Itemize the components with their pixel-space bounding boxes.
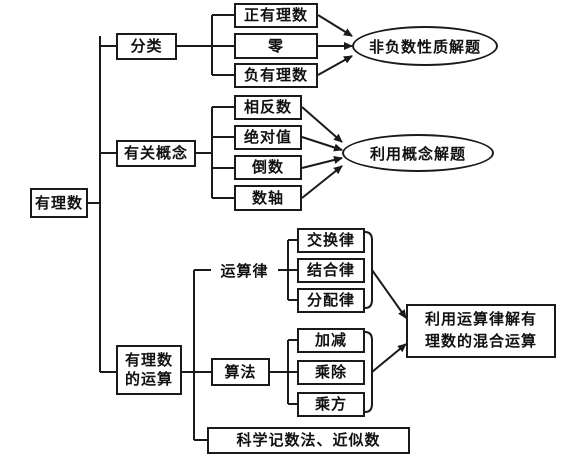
branch-related-concepts: 有关概念 bbox=[116, 140, 196, 167]
item-distributive-law: 分配律 bbox=[297, 288, 365, 313]
item-scientific-notation-approximation: 科学记数法、近似数 bbox=[207, 427, 410, 454]
root-node-rational-numbers: 有理数 bbox=[30, 188, 88, 218]
item-zero: 零 bbox=[234, 33, 318, 59]
item-absolute-value: 绝对值 bbox=[234, 125, 302, 150]
item-commutative-law: 交换律 bbox=[297, 228, 365, 253]
item-reciprocal: 倒数 bbox=[234, 155, 302, 180]
sub-branch-algorithms: 算法 bbox=[211, 358, 270, 386]
item-opposite-number: 相反数 bbox=[234, 95, 302, 120]
item-negative-rational: 负有理数 bbox=[234, 63, 318, 88]
item-positive-rational: 正有理数 bbox=[234, 3, 318, 28]
goal-using-concepts: 利用概念解题 bbox=[342, 134, 494, 172]
item-multiply-divide: 乘除 bbox=[297, 360, 365, 385]
item-associative-law: 结合律 bbox=[297, 258, 365, 283]
branch-classification: 分类 bbox=[116, 33, 177, 60]
goal-mixed-operations: 利用运算律解有 理数的混合运算 bbox=[406, 304, 556, 358]
branch-rational-operations: 有理数 的运算 bbox=[116, 345, 182, 395]
item-number-line: 数轴 bbox=[234, 185, 302, 211]
item-add-subtract: 加减 bbox=[297, 328, 365, 353]
sub-branch-operation-laws: 运算律 bbox=[211, 258, 278, 282]
item-power: 乘方 bbox=[297, 392, 365, 417]
goal-nonnegative-properties: 非负数性质解题 bbox=[352, 26, 498, 66]
